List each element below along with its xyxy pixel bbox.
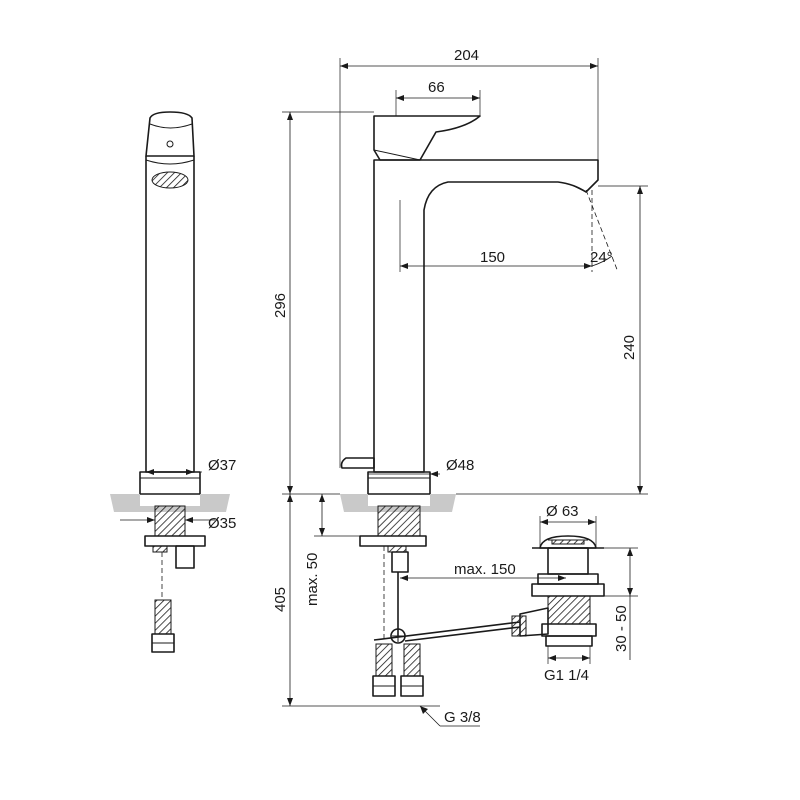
dim-30-50: 30 - 50	[604, 547, 638, 660]
hose-left	[375, 643, 393, 677]
label-d63: Ø 63	[546, 503, 579, 520]
dim-240: 240	[456, 185, 648, 495]
waste-thread	[547, 595, 591, 625]
body-spout	[373, 159, 599, 473]
pop-up-linkage	[373, 621, 521, 641]
waste-plug	[539, 535, 597, 549]
dim-max50: max. 50	[304, 494, 360, 606]
side-view	[110, 111, 230, 653]
front-thread	[377, 505, 421, 537]
label-405: 405	[272, 587, 289, 612]
front-view	[340, 115, 619, 697]
dim-150-reach: 150 24°	[399, 200, 613, 272]
label-d35: Ø35	[208, 515, 236, 532]
dim-g114: G1 1/4	[544, 646, 591, 684]
side-thread	[154, 505, 186, 537]
label-30-50: 30 - 50	[613, 605, 630, 652]
dim-d48: Ø48	[368, 457, 474, 477]
label-d48: Ø48	[446, 457, 474, 474]
dim-d63: Ø 63	[539, 503, 597, 548]
label-g114: G1 1/4	[544, 667, 589, 684]
label-max150: max. 150	[454, 561, 516, 578]
dim-max150: max. 150	[400, 561, 566, 581]
label-max50: max. 50	[304, 553, 321, 606]
label-24deg: 24°	[590, 249, 613, 266]
pop-up-rod	[340, 457, 375, 469]
dim-296: 296	[272, 111, 374, 495]
aerator	[151, 171, 189, 189]
dim-405: 405	[272, 494, 440, 707]
label-150: 150	[480, 249, 505, 266]
dim-d35: Ø35	[120, 515, 236, 532]
dim-g38: G 3/8	[419, 705, 481, 727]
side-body	[145, 156, 195, 473]
label-d37: Ø37	[208, 457, 236, 474]
side-lever	[145, 111, 195, 157]
dim-204: 204	[339, 47, 599, 468]
label-296: 296	[272, 293, 289, 318]
waste-assembly	[511, 535, 605, 647]
label-g38: G 3/8	[444, 709, 481, 726]
dim-66: 66	[395, 79, 481, 116]
label-66: 66	[428, 79, 445, 96]
side-hose	[154, 599, 172, 635]
hose-right	[403, 643, 421, 677]
label-204: 204	[454, 47, 479, 64]
dim-d37: Ø37	[146, 457, 236, 475]
label-240: 240	[621, 335, 638, 360]
